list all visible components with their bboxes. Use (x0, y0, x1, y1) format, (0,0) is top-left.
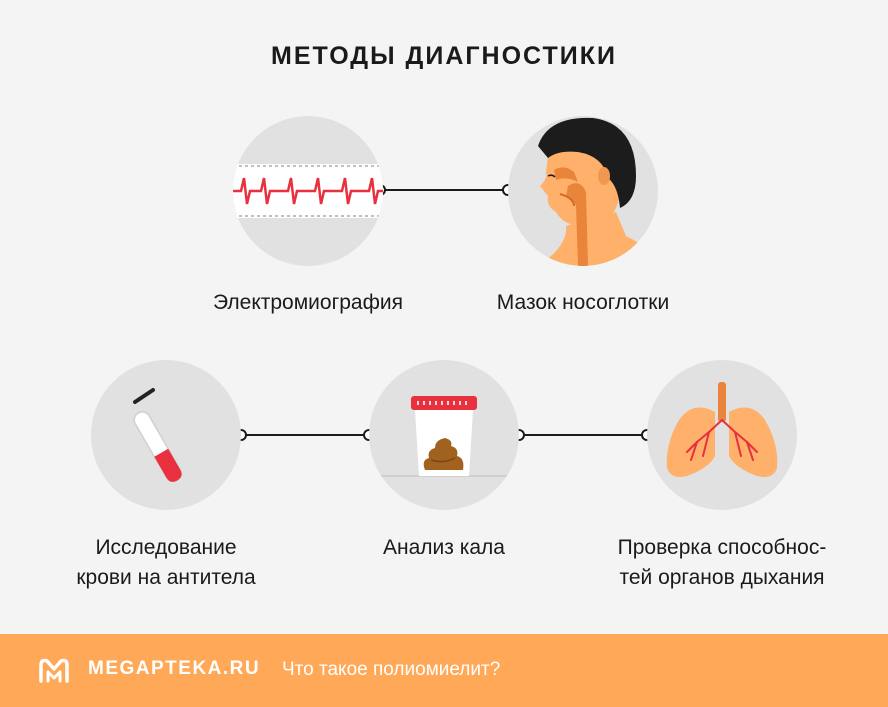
footer-subtitle: Что такое полиомиелит? (282, 659, 501, 680)
megapteka-logo-icon[interactable] (38, 656, 70, 684)
method-label-stool: Анализ кала (383, 536, 505, 559)
emg-wave-icon (233, 164, 383, 218)
stool-sample-circle (369, 360, 519, 510)
nasopharynx-head-icon (538, 117, 658, 266)
emg-circle (233, 116, 383, 266)
stool-sample-cup-icon (379, 396, 509, 477)
method-label-blood: Исследование крови на антитела (76, 536, 256, 589)
method-label-swab: Мазок носоглотки (496, 291, 670, 314)
footer-bar: MEGAPTEKA.RU Что такое полиомиелит? (0, 634, 888, 707)
method-label-emg: Электромиография (213, 291, 403, 314)
page-title: МЕТОДЫ ДИАГНОСТИКИ (271, 42, 617, 70)
blood-test-tube-icon (133, 388, 182, 483)
nasopharynx-circle (508, 116, 658, 266)
brand-name[interactable]: MEGAPTEKA.RU (88, 658, 261, 679)
blood-test-circle (91, 360, 241, 510)
lungs-circle (647, 360, 797, 510)
lungs-icon (666, 382, 778, 477)
method-label-lungs: Проверка способнос- тей органов дыхания (617, 536, 827, 589)
